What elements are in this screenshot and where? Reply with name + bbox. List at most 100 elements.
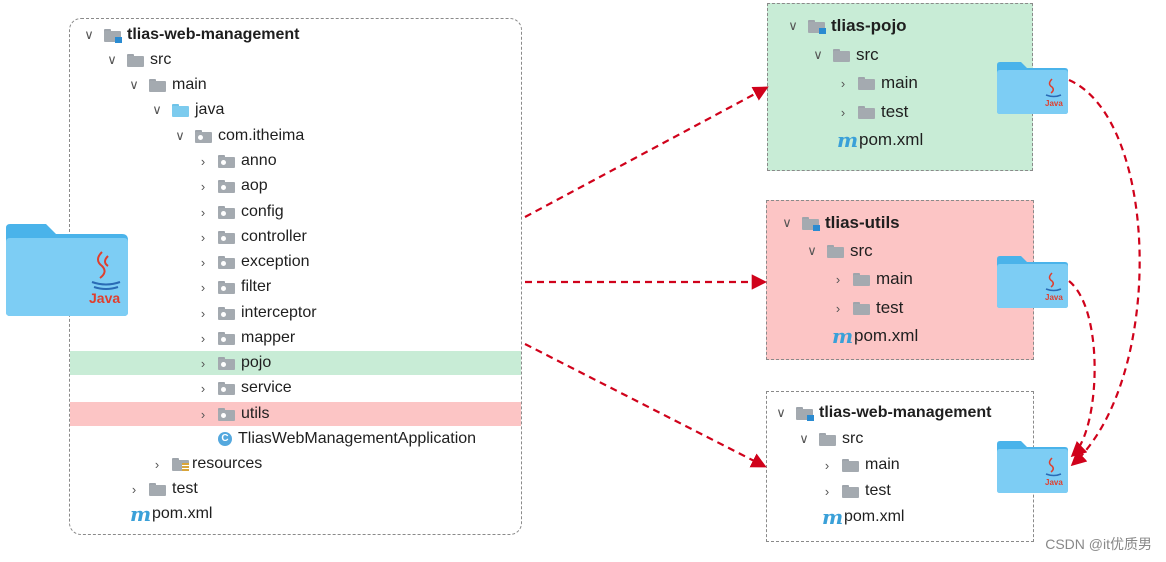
root-label: tlias-web-management — [127, 26, 300, 43]
pojo-row-pom[interactable]: m pom.xml — [837, 128, 924, 152]
chevron-down-icon[interactable]: ∨ — [129, 77, 139, 92]
package-icon — [218, 381, 235, 395]
pojo-row-src[interactable]: ∨ src — [811, 44, 879, 66]
chevron-right-icon[interactable]: › — [200, 178, 206, 194]
package-icon — [218, 154, 235, 168]
package-item-label: interceptor — [241, 304, 317, 321]
web-row-src[interactable]: ∨ src — [797, 428, 863, 450]
java-folder-icon-utils: Java — [997, 256, 1068, 308]
chevron-down-icon[interactable]: ∨ — [152, 102, 162, 117]
chevron-right-icon[interactable]: › — [154, 456, 160, 472]
module-folder-icon — [802, 216, 820, 231]
resources-label: resources — [192, 455, 263, 472]
tree-row-app-class[interactable]: C TliasWebManagementApplication — [218, 428, 476, 450]
chevron-down-icon[interactable]: ∨ — [807, 243, 817, 258]
tree-row-src[interactable]: ∨ src — [105, 49, 171, 71]
package-icon — [218, 306, 235, 320]
chevron-right-icon[interactable]: › — [840, 104, 846, 120]
module-pom-label: pom.xml — [859, 130, 924, 149]
chevron-right-icon[interactable]: › — [835, 271, 841, 287]
folder-icon — [853, 272, 870, 286]
chevron-right-icon[interactable]: › — [200, 355, 206, 371]
chevron-right-icon[interactable]: › — [824, 483, 830, 499]
folder-icon — [833, 48, 850, 62]
web-row-test[interactable]: › test — [820, 480, 891, 502]
package-item-label: aop — [241, 177, 268, 194]
tree-row-package[interactable]: ∨ com.itheima — [173, 125, 304, 147]
tree-row-exception[interactable]: › exception — [196, 251, 310, 273]
package-item-label: service — [241, 379, 292, 396]
tree-row-filter[interactable]: › filter — [196, 276, 271, 298]
chevron-right-icon[interactable]: › — [835, 300, 841, 316]
package-item-label: controller — [241, 228, 307, 245]
module-main-label: main — [865, 456, 900, 473]
java-label: java — [195, 101, 225, 118]
module-main-label: main — [876, 269, 913, 288]
module-root-label: tlias-utils — [825, 213, 900, 232]
module-src-label: src — [856, 45, 879, 64]
web-row-root[interactable]: ∨ tlias-web-management — [774, 402, 991, 424]
arrow-pojo-to-web — [1068, 78, 1141, 467]
chevron-right-icon[interactable]: › — [200, 204, 206, 220]
pojo-highlight — [70, 351, 521, 375]
chevron-down-icon[interactable]: ∨ — [107, 52, 117, 67]
tree-row-pom[interactable]: m pom.xml — [130, 502, 212, 526]
folder-icon — [858, 76, 875, 90]
chevron-right-icon[interactable]: › — [200, 380, 206, 396]
chevron-right-icon[interactable]: › — [131, 481, 137, 497]
tree-row-root[interactable]: ∨ tlias-web-management — [82, 24, 299, 46]
tree-row-main[interactable]: ∨ main — [127, 74, 206, 96]
java-folder-icon: Java — [6, 224, 128, 316]
module-folder-icon — [796, 406, 814, 421]
tree-row-pojo[interactable]: › pojo — [196, 352, 271, 374]
utils-row-root[interactable]: ∨ tlias-utils — [780, 212, 900, 234]
chevron-right-icon[interactable]: › — [200, 305, 206, 321]
test-label: test — [172, 480, 198, 497]
module-src-label: src — [842, 430, 864, 447]
chevron-right-icon[interactable]: › — [200, 279, 206, 295]
maven-icon: m — [837, 128, 859, 152]
chevron-right-icon[interactable]: › — [200, 406, 206, 422]
utils-row-test[interactable]: › test — [831, 297, 904, 319]
chevron-down-icon[interactable]: ∨ — [84, 27, 94, 42]
tree-row-aop[interactable]: › aop — [196, 175, 268, 197]
svg-text:Java: Java — [1045, 478, 1063, 487]
chevron-down-icon[interactable]: ∨ — [175, 128, 185, 143]
tree-row-java[interactable]: ∨ java — [150, 99, 224, 121]
chevron-right-icon[interactable]: › — [840, 75, 846, 91]
tree-row-controller[interactable]: › controller — [196, 226, 307, 248]
chevron-right-icon[interactable]: › — [200, 254, 206, 270]
tree-row-config[interactable]: › config — [196, 201, 284, 223]
pojo-row-main[interactable]: › main — [836, 72, 918, 94]
tree-row-resources[interactable]: › resources — [150, 453, 262, 475]
utils-row-main[interactable]: › main — [831, 268, 913, 290]
chevron-right-icon[interactable]: › — [824, 457, 830, 473]
module-pom-label: pom.xml — [844, 508, 905, 525]
pojo-row-root[interactable]: ∨ tlias-pojo — [786, 15, 906, 37]
pojo-row-test[interactable]: › test — [836, 101, 909, 123]
chevron-down-icon[interactable]: ∨ — [799, 431, 809, 446]
package-icon — [218, 230, 235, 244]
chevron-right-icon[interactable]: › — [200, 229, 206, 245]
module-src-label: src — [850, 241, 873, 260]
module-test-label: test — [881, 102, 909, 121]
utils-row-src[interactable]: ∨ src — [805, 240, 873, 262]
folder-icon — [827, 244, 844, 258]
chevron-right-icon[interactable]: › — [200, 153, 206, 169]
tree-row-utils[interactable]: › utils — [196, 403, 270, 425]
utils-row-pom[interactable]: m pom.xml — [832, 324, 918, 348]
tree-row-interceptor[interactable]: › interceptor — [196, 302, 317, 324]
web-row-pom[interactable]: m pom.xml — [822, 505, 905, 529]
maven-icon: m — [832, 324, 854, 348]
chevron-down-icon[interactable]: ∨ — [776, 405, 786, 420]
web-row-main[interactable]: › main — [820, 454, 900, 476]
tree-row-service[interactable]: › service — [196, 377, 292, 399]
chevron-right-icon[interactable]: › — [200, 330, 206, 346]
chevron-down-icon[interactable]: ∨ — [813, 47, 823, 62]
tree-row-anno[interactable]: › anno — [196, 150, 277, 172]
tree-row-mapper[interactable]: › mapper — [196, 327, 295, 349]
package-icon — [218, 407, 235, 421]
chevron-down-icon[interactable]: ∨ — [788, 18, 798, 33]
chevron-down-icon[interactable]: ∨ — [782, 215, 792, 230]
tree-row-test[interactable]: › test — [127, 478, 198, 500]
